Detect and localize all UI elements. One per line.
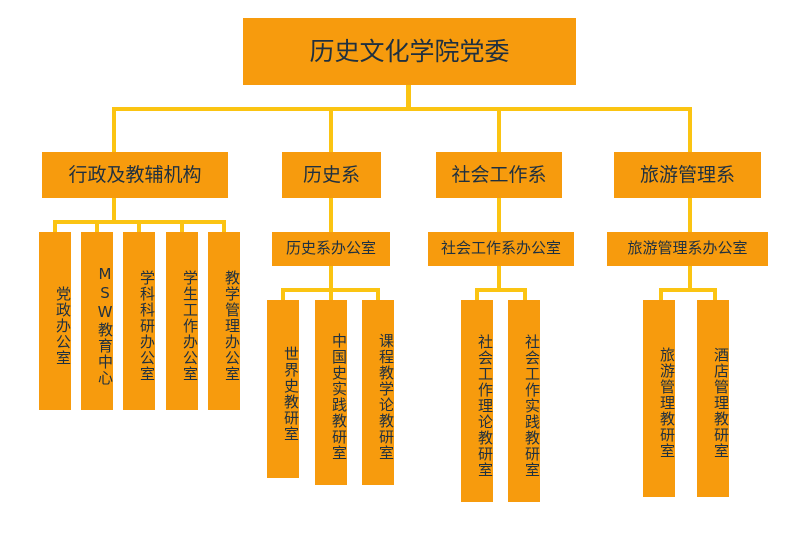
leaf-node-label: MSW教育中心 [96,265,114,386]
connector-social-work-child-1 [523,288,527,300]
office-node-tourism[interactable]: 旅游管理系办公室 [607,232,768,266]
office-node-tourism-label: 旅游管理系办公室 [627,239,748,258]
connector-administration-child-0 [53,220,57,232]
leaf-node-label: 社会工作理论教研室 [476,333,494,478]
leaf-node-msw-jiao-yu-zhong-xin[interactable]: MSW教育中心 [81,232,114,410]
connector-history-stub [329,266,333,288]
connector-history-child-2 [376,288,380,300]
leaf-node-label: 世界史教研室 [282,345,300,442]
root-node-label: 历史文化学院党委 [309,36,510,66]
leaf-node-label: 教学管理办公室 [223,269,241,382]
connector-tourism-office-stub [688,198,692,232]
dept-node-history[interactable]: 历史系 [282,152,381,198]
connector-social-work-bus [475,288,527,292]
connector-tourism-bus [659,288,717,292]
connector-tourism-child-1 [713,288,717,300]
leaf-node-lv-you-guan-li-jiao-yan-shi[interactable]: 旅游管理教研室 [643,300,676,497]
office-node-history[interactable]: 历史系办公室 [272,232,390,266]
connector-tourism-stub [688,266,692,288]
connector-history-child-0 [281,288,285,300]
connector-root-stub [406,85,411,107]
leaf-node-label: 中国史实践教研室 [330,333,348,461]
leaf-node-dang-zheng-ban-gong-shi[interactable]: 党政办公室 [39,232,72,410]
leaf-node-ke-cheng-jiao-xue-lun-jiao-yan-shi[interactable]: 课程教学论教研室 [362,300,395,485]
leaf-node-jiao-xue-guan-li-ban-gong-shi[interactable]: 教学管理办公室 [208,232,241,410]
connector-root-bus [112,107,692,111]
leaf-node-label: 课程教学论教研室 [377,333,395,461]
leaf-node-label: 学生工作办公室 [181,269,199,382]
connector-social-work-child-0 [475,288,479,300]
connector-drop-administration [112,107,116,152]
connector-drop-history [329,107,333,152]
connector-social-work-office-stub [497,198,501,232]
connector-administration-child-1 [95,220,99,232]
connector-history-child-1 [329,288,333,300]
leaf-node-she-hui-gong-zuo-li-lun-jiao-yan-shi[interactable]: 社会工作理论教研室 [461,300,494,502]
leaf-node-xue-sheng-gong-zuo-ban-gong-shi[interactable]: 学生工作办公室 [166,232,199,410]
dept-node-administration[interactable]: 行政及教辅机构 [42,152,228,198]
leaf-node-xue-ke-ke-yan-ban-gong-shi[interactable]: 学科科研办公室 [123,232,156,410]
leaf-node-jiu-dian-guan-li-jiao-yan-shi[interactable]: 酒店管理教研室 [697,300,730,497]
connector-administration-child-3 [180,220,184,232]
connector-history-office-stub [329,198,333,232]
dept-node-administration-label: 行政及教辅机构 [68,163,202,186]
connector-social-work-stub [497,266,501,288]
office-node-social-work[interactable]: 社会工作系办公室 [428,232,574,266]
leaf-node-label: 酒店管理教研室 [712,347,730,459]
leaf-node-label: 学科科研办公室 [138,269,156,382]
dept-node-social-work[interactable]: 社会工作系 [436,152,562,198]
dept-node-tourism[interactable]: 旅游管理系 [614,152,761,198]
dept-node-history-label: 历史系 [302,163,360,186]
connector-drop-social-work [497,107,501,152]
leaf-node-label: 旅游管理教研室 [658,347,676,459]
root-node[interactable]: 历史文化学院党委 [243,18,576,85]
dept-node-tourism-label: 旅游管理系 [639,163,735,186]
office-node-social-work-label: 社会工作系办公室 [440,239,561,258]
leaf-node-shi-jie-shi-jiao-yan-shi[interactable]: 世界史教研室 [267,300,300,478]
connector-drop-tourism [688,107,692,152]
leaf-node-she-hui-gong-zuo-shi-jian-jiao-yan-shi[interactable]: 社会工作实践教研室 [508,300,541,502]
connector-administration-child-2 [137,220,141,232]
leaf-node-label: 党政办公室 [54,285,72,366]
connector-tourism-child-0 [659,288,663,300]
connector-administration-child-4 [222,220,226,232]
office-node-history-label: 历史系办公室 [285,239,376,258]
leaf-node-label: 社会工作实践教研室 [523,333,541,478]
connector-administration-stub [112,198,116,220]
dept-node-social-work-label: 社会工作系 [451,163,547,186]
leaf-node-zhong-guo-shi-shi-jian-jiao-yan-shi[interactable]: 中国史实践教研室 [315,300,348,485]
